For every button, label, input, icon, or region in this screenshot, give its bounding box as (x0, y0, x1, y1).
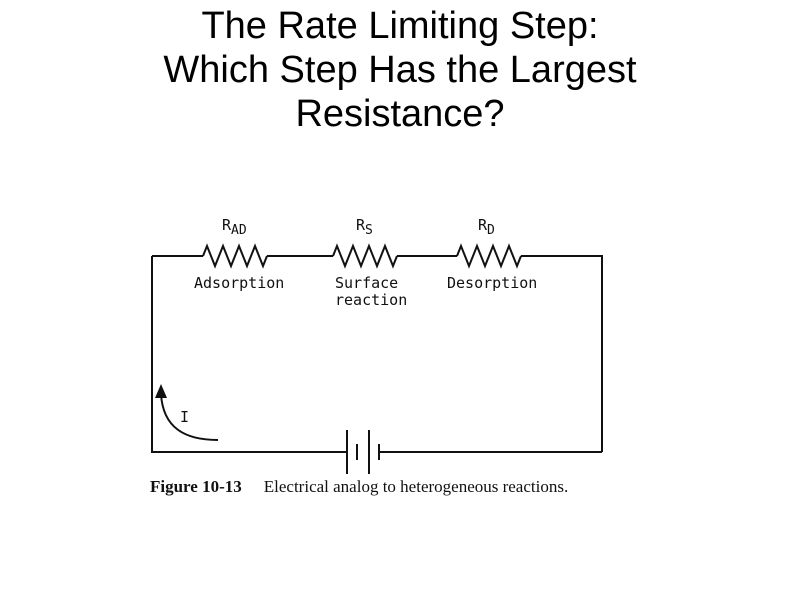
resistor-surface-reaction (332, 243, 398, 269)
figure-caption-text: Electrical analog to heterogeneous react… (263, 477, 569, 496)
resistor-adsorption (202, 243, 268, 269)
figure-number: Figure 10-13 (150, 477, 242, 496)
title-line-1: The Rate Limiting Step: (201, 5, 599, 47)
title-line-2: Which Step Has the Largest (163, 49, 637, 91)
label-adsorption: Adsorption (194, 274, 284, 292)
label-reaction: reaction (335, 291, 407, 309)
current-arrow (160, 393, 219, 441)
resistor-symbol-desorption: RD (478, 216, 495, 238)
label-surface: Surface (335, 274, 398, 292)
title-line-3: Resistance? (295, 93, 505, 135)
wire-left (151, 256, 347, 453)
figure-caption: Figure 10-13 Electrical analog to heterog… (150, 477, 710, 497)
label-desorption: Desorption (447, 274, 537, 292)
slide-title: The Rate Limiting Step: Which Step Has t… (0, 4, 800, 136)
wire-top-right (521, 255, 603, 452)
current-arrowhead (155, 384, 167, 398)
resistor-desorption (456, 243, 522, 269)
resistor-symbol-adsorption: RAD (222, 216, 247, 238)
resistor-symbol-surface: RS (356, 216, 373, 238)
current-label: I (180, 408, 189, 426)
